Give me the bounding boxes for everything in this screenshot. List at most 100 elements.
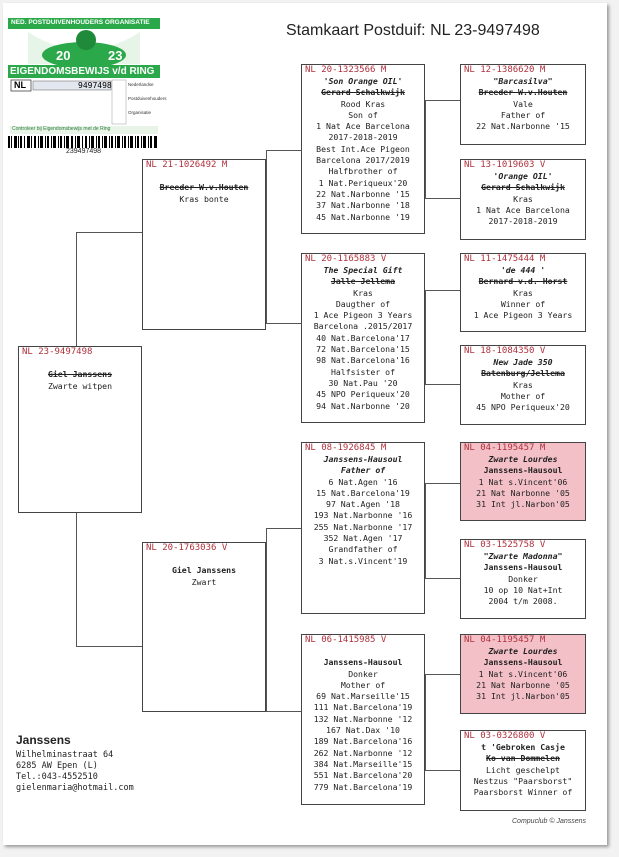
sire-sire-box: NL 20-1323566 M'Son Orange OIL'Gerard Sc… [301, 64, 425, 234]
ring-year-right: 23 [108, 48, 123, 63]
page-title: Stamkaart Postduif: NL 23-9497498 [286, 22, 540, 39]
pedigree-line: Zwarte Lourdes [488, 646, 558, 656]
ring-number: 9497498 [78, 81, 112, 90]
ring-number: NL 03-1525758 V [464, 540, 546, 550]
pedigree-line: 72 Nat.Barcelona'15 [316, 344, 410, 355]
owner-name: Janssens [16, 733, 71, 747]
ring-country: NL [14, 80, 26, 90]
pedigree-line: 21 Nat Narbonne '05 [476, 487, 570, 498]
pedigree-line: 6 Nat.Agen '16 [328, 476, 398, 487]
pedigree-line: 1 Nat Ace Barcelona [476, 204, 570, 215]
pedigree-line: "Barcasilva" [493, 76, 553, 86]
pedigree-line: Janssens-Hausoul [483, 562, 563, 573]
pedigree-line: Father of [340, 465, 386, 476]
ring-year-left: 20 [56, 48, 71, 63]
pedigree-line: 31 Int jl.Narbon'05 [476, 691, 570, 702]
ring-card-label: EIGENDOMSBEWIJS v/d RING [10, 66, 155, 77]
ring-number: NL 12-1386620 M [464, 65, 546, 75]
ring-legend-o: Organisatie [128, 110, 152, 115]
pedigree-line: Winner of [500, 298, 546, 309]
pedigree-line: Giel Janssens [171, 565, 237, 576]
pedigree-line: 779 Nat.Barcelona'19 [313, 781, 413, 792]
ring-number: NL 23-9497498 [22, 347, 93, 357]
connector-line [425, 100, 460, 101]
connector-line [425, 100, 426, 198]
pedigree-line: Licht geschelpt [486, 764, 560, 775]
pedigree-line: Janssens-Hausoul [483, 465, 563, 476]
ring-number: NL 18-1084350 V [464, 346, 546, 356]
ring-number: NL 08-1926845 M [305, 443, 387, 453]
owner-phone: Tel.:043-4552510 [16, 772, 98, 782]
pedigree-line [19, 358, 141, 369]
pedigree-line [302, 646, 424, 657]
pedigree-line: 1 Nat.Periqueux'20 [318, 177, 408, 188]
pedigree-line: New Jade 350 [493, 357, 553, 367]
pedigree-line: 1 Nat Ace Barcelona [316, 121, 410, 132]
great-grandparent-3-box: NL 11-1475444 M'de 444 'Bernard v.d. Hor… [460, 253, 586, 332]
pedigree-line: 10 op 10 Nat+Int [483, 584, 563, 595]
pedigree-line: 1 Ace Pigeon 3 Years [473, 310, 573, 321]
pedigree-line: Zwarte Lourdes [488, 454, 558, 464]
pedigree-line: 255 Nat.Narbonne '17 [313, 521, 413, 532]
pedigree-line: Son of [348, 109, 378, 120]
connector-line [425, 198, 460, 199]
pedigree-line: 'Son Orange OIL' [323, 76, 403, 86]
pedigree-line: Grandfather of [328, 544, 398, 555]
pedigree-line: 'de 444 ' [500, 265, 546, 275]
connector-line [266, 528, 301, 529]
connector-line [425, 770, 460, 771]
pedigree-line: Kras [513, 287, 533, 298]
pedigree-line: 37 Nat.Narbonne '18 [316, 200, 410, 211]
ring-number: NL 20-1165883 V [305, 254, 387, 264]
pedigree-line: Halfsister of [330, 366, 396, 377]
pedigree-line: Mother of [340, 679, 386, 690]
connector-line [76, 646, 142, 647]
pedigree-line: Janssens-Hausoul [323, 454, 403, 464]
ring-legend-p: Postduivenhouders [128, 96, 167, 101]
pedigree-line: 2004 t/m 2008. [488, 596, 558, 607]
pedigree-line: Donker [508, 573, 538, 584]
pedigree-line: 132 Nat.Narbonne '12 [313, 713, 413, 724]
pedigree-line: Zwarte witpen [47, 380, 113, 391]
pedigree-line: 98 Nat.Barcelona'16 [316, 355, 410, 366]
pedigree-line: Kras [513, 379, 533, 390]
ring-ownership-card: NED. POSTDUIVENHOUDERS ORGANISATIE 20 23… [8, 18, 167, 155]
ring-barcode-number: 239497498 [66, 148, 102, 155]
connector-line [76, 232, 77, 346]
pedigree-line: 15 Nat.Barcelona'19 [316, 487, 410, 498]
pedigree-line [143, 171, 265, 182]
pedigree-line: Gerard Schalkwijk [321, 87, 405, 98]
pedigree-line: 3 Nat.s.Vincent'19 [318, 555, 408, 566]
ring-card-footer: Controleer bij Eigendomsbewijs met de Ri… [12, 126, 111, 132]
pedigree-line: 30 Nat.Pau '20 [328, 377, 398, 388]
pedigree-line: Gerard Schalkwijk [481, 182, 565, 193]
pedigree-line: The Special Gift [323, 265, 403, 275]
great-grandparent-6-box: NL 03-1525758 V"Zwarte Madonna"Janssens-… [460, 539, 586, 619]
ring-org-name: NED. POSTDUIVENHOUDERS ORGANISATIE [11, 19, 150, 26]
pedigree-line: 21 Nat Narbonne '05 [476, 679, 570, 690]
connector-line [425, 290, 426, 384]
connector-line [266, 323, 301, 324]
pedigree-line: Jalle Jellema [330, 276, 396, 287]
ring-card-graphic [8, 18, 160, 150]
pedigree-line: Vale [513, 98, 533, 109]
connector-line [425, 578, 460, 579]
connector-line [425, 674, 460, 675]
ring-number: NL 20-1763036 V [146, 543, 228, 553]
pedigree-line: 167 Nat.Dax '10 [326, 725, 400, 736]
pedigree-line [143, 554, 265, 565]
connector-line [266, 528, 267, 712]
ring-number: NL 11-1475444 M [464, 254, 546, 264]
pedigree-line: 1 Nat s.Vincent'06 [478, 668, 568, 679]
pedigree-line: Mother of [500, 390, 546, 401]
pedigree-line: 45 NPO Periqueux'20 [316, 389, 410, 400]
pedigree-line: Paarsborst Winner of [473, 787, 573, 798]
pedigree-line: Best Int.Ace Pigeon [316, 143, 410, 154]
